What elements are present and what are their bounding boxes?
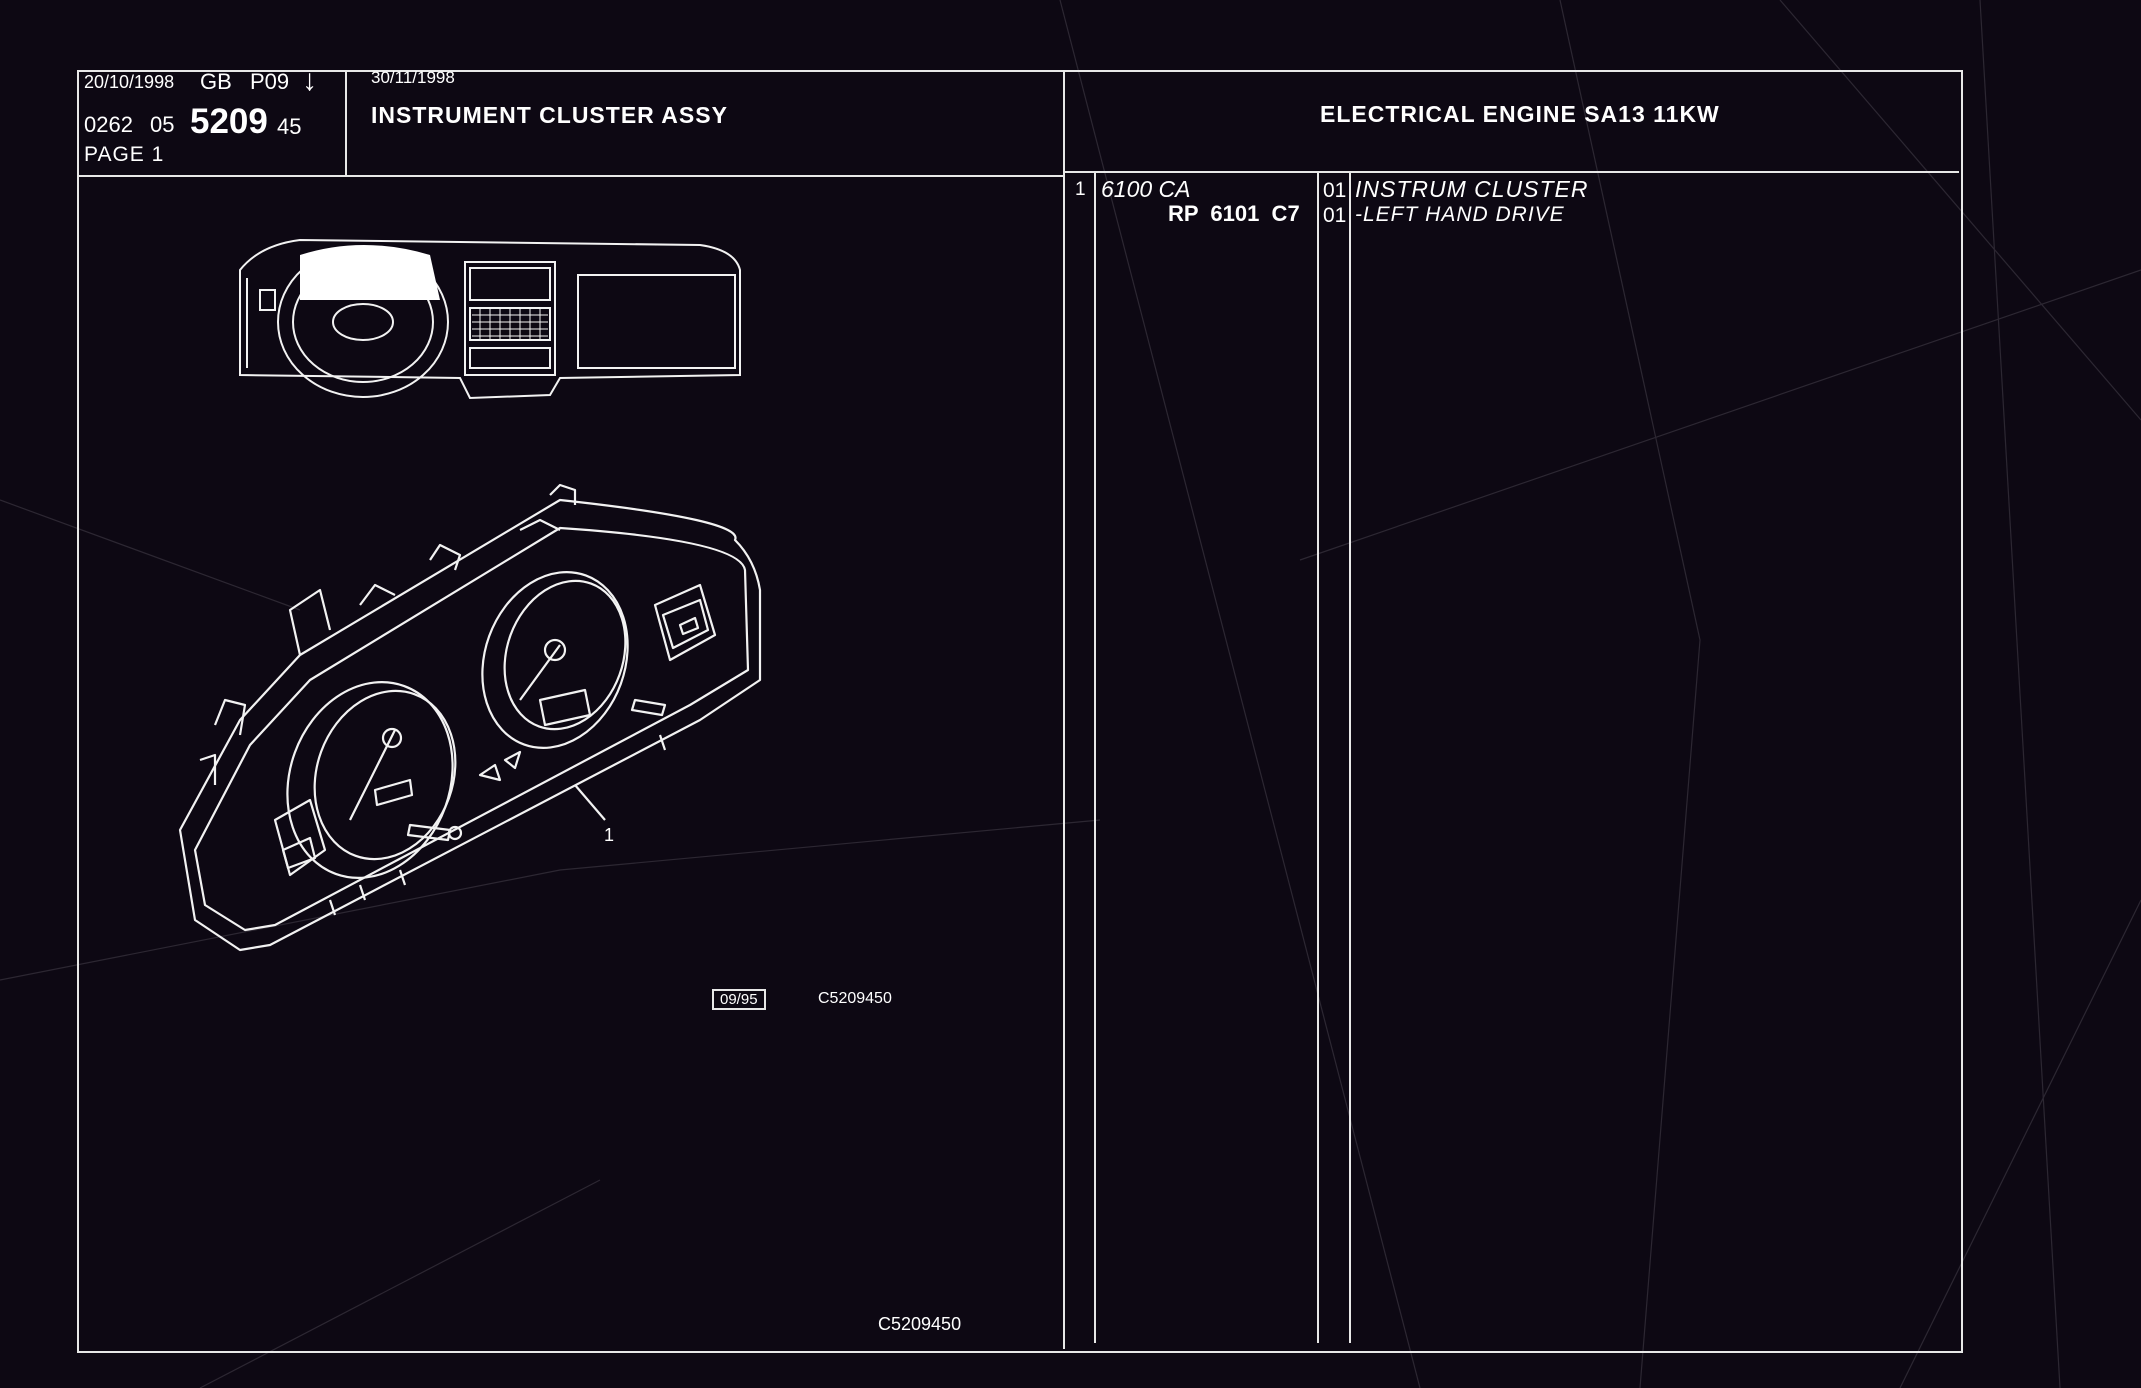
- issue-date: 20/10/1998: [84, 72, 175, 92]
- parts-col-line-1: [1094, 171, 1096, 1343]
- page-code: P09: [250, 69, 290, 94]
- stamp-code: C5209450: [818, 990, 892, 1007]
- part-description: -LEFT HAND DRIVE: [1355, 203, 1565, 226]
- country-code: GB: [200, 69, 232, 94]
- revision-date: 30/11/1998: [371, 68, 455, 87]
- down-arrow-icon: ↓: [302, 64, 317, 97]
- center-divider: [1063, 70, 1065, 1349]
- ref-main: 5209: [190, 102, 268, 141]
- parts-col-line-3: [1349, 171, 1351, 1343]
- part-description: INSTRUM CLUSTER: [1355, 176, 1589, 202]
- part-code: RP 6101 C7: [1168, 201, 1300, 226]
- callout-number: 1: [604, 825, 615, 845]
- ref-suffix: 45: [277, 114, 302, 139]
- sheet-frame: [77, 70, 1963, 1353]
- part-code: 6100 CA: [1101, 176, 1191, 202]
- drawing-code: C5209450: [878, 1314, 962, 1334]
- header-bottom-right: [1063, 171, 1959, 173]
- page-label: PAGE 1: [84, 143, 165, 166]
- section-title: ELECTRICAL ENGINE SA13 11KW: [1320, 101, 1720, 127]
- part-ref: 1: [1075, 179, 1086, 200]
- part-qty: 01: [1323, 204, 1347, 227]
- ref-group: 05: [150, 112, 175, 137]
- page-title: INSTRUMENT CLUSTER ASSY: [371, 102, 728, 128]
- ref-prefix: 0262: [84, 112, 133, 137]
- header-bottom-left: [77, 175, 1065, 177]
- header-divider-1: [345, 70, 347, 177]
- stamp-date: 09/95: [712, 989, 766, 1010]
- part-qty: 01: [1323, 179, 1347, 202]
- parts-col-line-2: [1317, 171, 1319, 1343]
